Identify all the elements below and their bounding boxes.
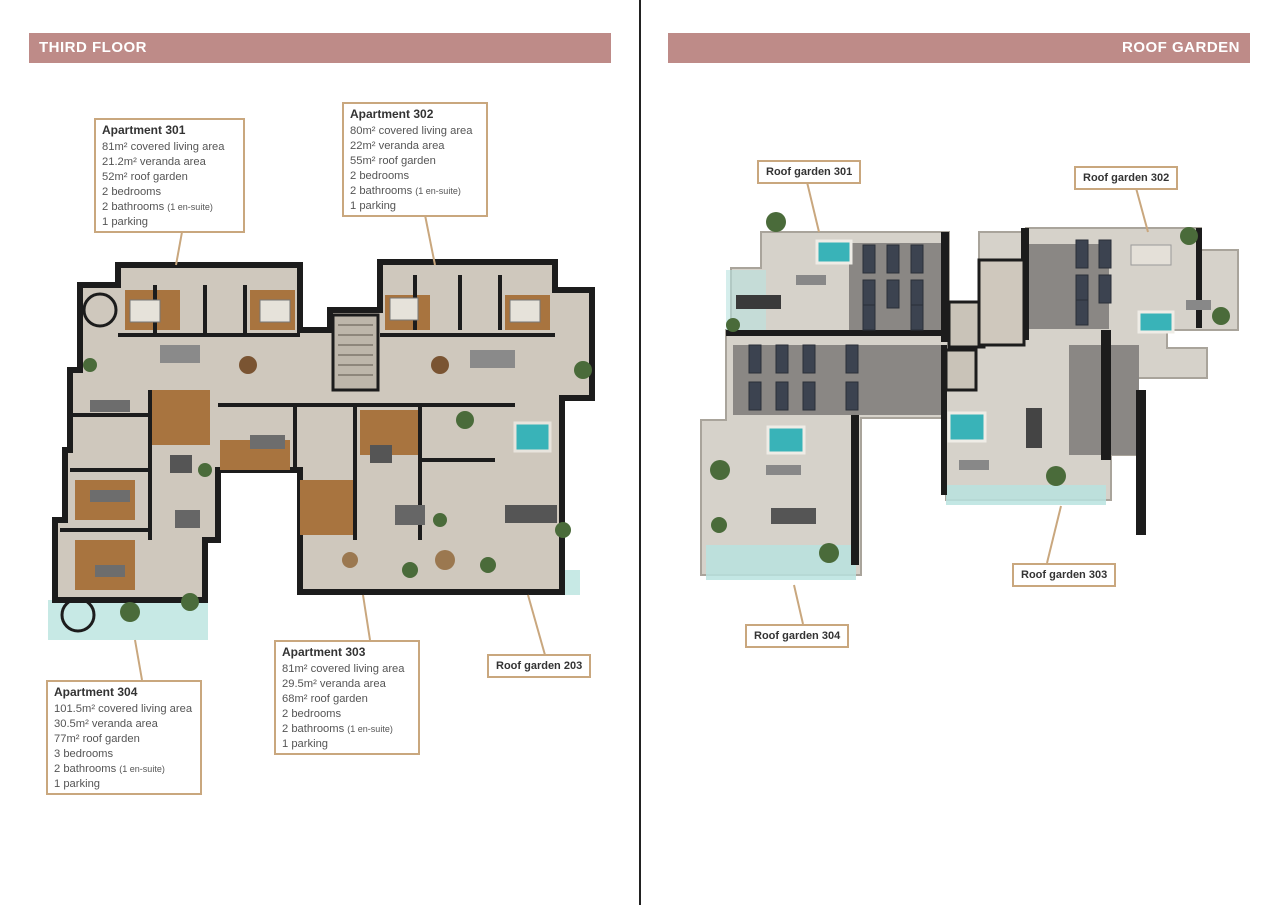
apartment-303-bath-count: 2 bathrooms <box>282 723 345 735</box>
apartment-301-roof-garden: 52m² roof garden <box>102 171 188 183</box>
apartment-301-veranda: 21.2m² veranda area <box>102 156 206 168</box>
apartment-304-bath-note: (1 en-suite) <box>119 764 165 774</box>
apartment-303-parking: 1 parking <box>282 738 329 750</box>
roof-garden-banner: ROOF GARDEN <box>668 33 1250 63</box>
third-floor-plan <box>48 214 595 681</box>
third-floor-banner: THIRD FLOOR <box>29 33 611 63</box>
roof-garden-303-tag: Roof garden 303 <box>1012 563 1117 587</box>
roof-garden-301-tag: Roof garden 301 <box>757 160 862 184</box>
apartment-304-title: Apartment 304 <box>54 685 138 699</box>
apartment-301-title: Apartment 301 <box>102 123 186 137</box>
apartment-304-parking: 1 parking <box>54 778 101 790</box>
apartment-302-bath-count: 2 bathrooms <box>350 185 413 197</box>
roof-garden-plan <box>700 181 1239 625</box>
apartment-301-bath-note: (1 en-suite) <box>167 202 213 212</box>
apartment-303-roof-garden: 68m² roof garden <box>282 693 368 705</box>
roof-garden-304-tag: Roof garden 304 <box>745 624 850 648</box>
roof-garden-302-tag: Roof garden 302 <box>1074 166 1179 190</box>
apartment-304-bath-count: 2 bathrooms <box>54 763 117 775</box>
apartment-301-covered: 81m² covered living area <box>102 141 225 153</box>
apartment-301-card: Apartment 301 81m² covered living area 2… <box>94 118 245 233</box>
apartment-301-bath-count: 2 bathrooms <box>102 201 165 213</box>
apartment-304-roof-garden: 77m² roof garden <box>54 733 140 745</box>
roof-garden-203-tag: Roof garden 203 <box>487 654 592 678</box>
apartment-304-card: Apartment 304 101.5m² covered living are… <box>46 680 202 795</box>
apartment-302-card: Apartment 302 80m² covered living area 2… <box>342 102 488 217</box>
apartment-304-bedrooms: 3 bedrooms <box>54 748 114 760</box>
apartment-302-bath-note: (1 en-suite) <box>415 186 461 196</box>
apartment-304-veranda: 30.5m² veranda area <box>54 718 158 730</box>
apartment-302-roof-garden: 55m² roof garden <box>350 155 436 167</box>
apartment-302-veranda: 22m² veranda area <box>350 140 445 152</box>
apartment-301-bedrooms: 2 bedrooms <box>102 186 162 198</box>
apartment-303-veranda: 29.5m² veranda area <box>282 678 386 690</box>
apartment-304-bathrooms: 2 bathrooms (1 en-suite) <box>54 762 194 777</box>
apartment-302-bathrooms: 2 bathrooms (1 en-suite) <box>350 184 480 199</box>
apartment-303-bedrooms: 2 bedrooms <box>282 708 342 720</box>
apartment-301-bathrooms: 2 bathrooms (1 en-suite) <box>102 200 237 215</box>
apartment-303-bathrooms: 2 bathrooms (1 en-suite) <box>282 722 412 737</box>
apartment-303-card: Apartment 303 81m² covered living area 2… <box>274 640 420 755</box>
apartment-303-bath-note: (1 en-suite) <box>347 724 393 734</box>
apartment-302-bedrooms: 2 bedrooms <box>350 170 410 182</box>
apartment-302-title: Apartment 302 <box>350 107 434 121</box>
apartment-301-parking: 1 parking <box>102 216 149 228</box>
apartment-302-parking: 1 parking <box>350 200 397 212</box>
left-page: THIRD FLOOR <box>29 0 641 905</box>
apartment-303-covered: 81m² covered living area <box>282 663 405 675</box>
apartment-303-title: Apartment 303 <box>282 645 366 659</box>
apartment-304-covered: 101.5m² covered living area <box>54 703 193 715</box>
right-page: ROOF GARDEN <box>641 0 1280 905</box>
apartment-302-covered: 80m² covered living area <box>350 125 473 137</box>
